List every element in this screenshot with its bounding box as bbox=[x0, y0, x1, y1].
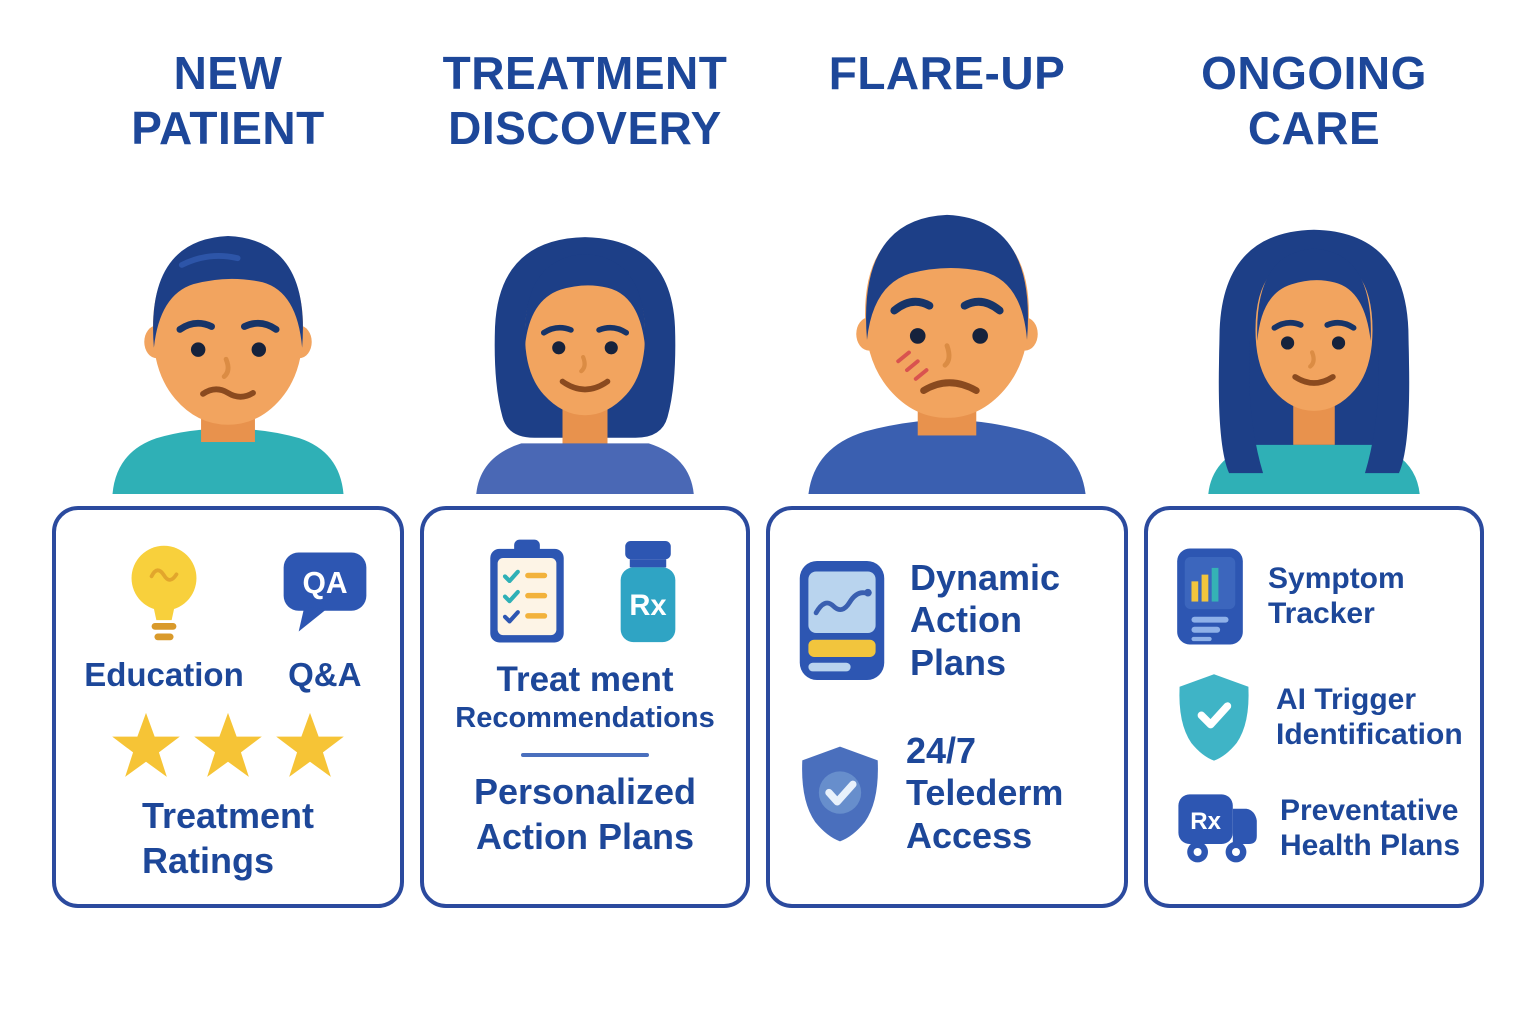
lightbulb-icon bbox=[121, 534, 207, 650]
treatment-recommendations-subheading: Recommendations bbox=[455, 702, 715, 734]
feature-ai-trigger: AI Trigger Identification bbox=[1172, 670, 1463, 764]
card-divider bbox=[521, 753, 649, 757]
personalized-action-plans-label: Personalized Action Plans bbox=[473, 771, 697, 857]
column-title-new-patient: NEW PATIENT bbox=[131, 47, 325, 155]
rx-delivery-text: Rx bbox=[1190, 808, 1221, 835]
feature-preventative-plans: Rx Preventative Health Plans bbox=[1172, 788, 1462, 868]
symptom-tracker-label: Symptom Tracker bbox=[1268, 561, 1405, 631]
star-icon bbox=[112, 712, 180, 777]
ongoing-care-avatar-illustration bbox=[1208, 229, 1420, 494]
treatment-ratings-label: Treatment Ratings bbox=[141, 795, 315, 881]
star-icon bbox=[276, 712, 344, 777]
checklist-clipboard-icon bbox=[481, 534, 573, 650]
qa-bubble-icon: QA bbox=[278, 534, 372, 650]
flare-up-card: Dynamic Action Plans 24/7 Telederm Acces… bbox=[766, 506, 1128, 908]
education-label: Education bbox=[84, 656, 244, 693]
column-new-patient: NEW PATIENT bbox=[52, 46, 404, 908]
flare-up-avatar-illustration bbox=[808, 214, 1086, 494]
ongoing-care-card: Symptom Tracker AI Trigger Identificatio… bbox=[1144, 506, 1484, 908]
feature-symptom-tracker: Symptom Tracker bbox=[1172, 546, 1462, 647]
rx-bottle-text: Rx bbox=[629, 590, 666, 622]
three-star-rating-icon bbox=[110, 710, 346, 779]
ongoing-care-avatar bbox=[1163, 168, 1465, 494]
column-ongoing-care: ONGOING CARE bbox=[1144, 46, 1484, 908]
patient-journey-infographic: NEW PATIENT bbox=[52, 46, 1484, 908]
treatment-discovery-avatar-illustration bbox=[476, 237, 694, 494]
column-treatment-discovery: TREATMENT DISCOVERY bbox=[420, 46, 750, 908]
telederm-shield-icon bbox=[794, 742, 886, 845]
new-patient-avatar-illustration bbox=[112, 236, 344, 494]
treatment-discovery-card: Rx Treat ment Recommendations Personaliz… bbox=[420, 506, 750, 908]
symptom-tracker-phone-icon bbox=[1172, 546, 1248, 647]
column-title-treatment-discovery: TREATMENT DISCOVERY bbox=[442, 47, 728, 155]
rx-bottle-icon: Rx bbox=[607, 534, 689, 650]
new-patient-card: Education QA Q&A bbox=[52, 506, 404, 908]
flare-up-avatar bbox=[781, 168, 1113, 494]
column-title-ongoing-care: ONGOING CARE bbox=[1201, 47, 1427, 155]
star-icon bbox=[194, 712, 262, 777]
qa-bubble-text: QA bbox=[302, 567, 347, 600]
treatment-discovery-avatar bbox=[435, 168, 735, 494]
new-patient-avatar bbox=[74, 168, 382, 494]
dynamic-action-plans-label: Dynamic Action Plans bbox=[910, 556, 1061, 683]
qa-label: Q&A bbox=[288, 656, 362, 693]
ai-trigger-shield-icon bbox=[1172, 670, 1256, 764]
feature-dynamic-action-plans: Dynamic Action Plans bbox=[794, 557, 1106, 684]
feature-telederm-access: 24/7 Telederm Access bbox=[794, 730, 1106, 857]
treatment-recommendations-heading: Treat ment bbox=[496, 660, 674, 699]
rx-delivery-icon: Rx bbox=[1172, 788, 1260, 868]
ai-trigger-label: AI Trigger Identification bbox=[1276, 683, 1463, 752]
column-flare-up: FLARE-UP bbox=[766, 46, 1128, 908]
preventative-plans-label: Preventative Health Plans bbox=[1280, 793, 1461, 863]
column-title-flare-up: FLARE-UP bbox=[828, 47, 1066, 99]
action-plan-phone-icon bbox=[794, 557, 890, 684]
telederm-access-label: 24/7 Telederm Access bbox=[906, 729, 1064, 856]
